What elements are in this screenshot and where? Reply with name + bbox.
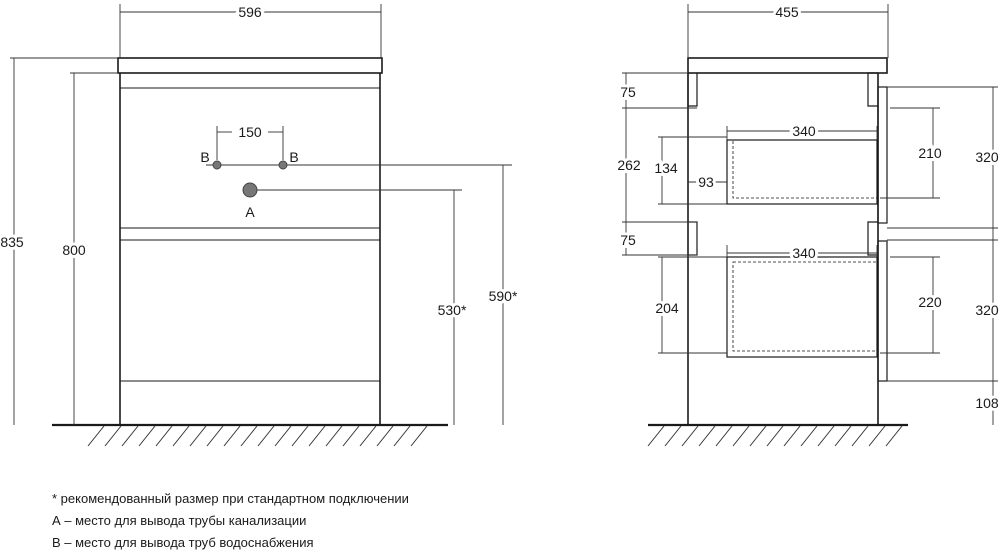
floor-hatch-line xyxy=(868,425,886,447)
side-left-dim-6: 204 xyxy=(655,300,679,316)
floor-hatch-line xyxy=(664,425,682,447)
floor-hatch-line xyxy=(291,425,309,447)
pipe-b-left-label: B xyxy=(200,149,209,165)
floor-hatch-line xyxy=(104,425,122,447)
floor-hatch-line xyxy=(206,425,224,447)
front-floor-hatch xyxy=(87,425,428,447)
floor-hatch-line xyxy=(223,425,241,447)
pipe-b-left xyxy=(212,160,222,170)
floor-hatch-line xyxy=(172,425,190,447)
floor-hatch-line xyxy=(155,425,173,447)
side-right-dim-3: 108 xyxy=(975,395,999,411)
floor-hatch-line xyxy=(410,425,428,447)
side-left-dim-4: 93 xyxy=(698,174,714,190)
total-height-label: 835 xyxy=(0,234,24,250)
lower-drawer-front xyxy=(877,240,888,382)
note-pipe-b: В – место для вывода труб водоснабжения xyxy=(52,535,314,550)
floor-hatch-line xyxy=(359,425,377,447)
floor-hatch-line xyxy=(885,425,903,447)
floor-hatch-line xyxy=(783,425,801,447)
floor-hatch-line xyxy=(87,425,105,447)
body-height-label: 800 xyxy=(62,242,86,258)
floor-hatch-line xyxy=(698,425,716,447)
floor-hatch-line xyxy=(325,425,343,447)
floor-hatch-line xyxy=(817,425,835,447)
side-right-dim-2: 320 xyxy=(975,302,999,318)
upper-drawer-box xyxy=(726,139,878,205)
side-view xyxy=(648,57,908,427)
pipe-b-right-label: B xyxy=(289,149,298,165)
floor-hatch-line xyxy=(715,425,733,447)
pipe-b-right xyxy=(278,160,288,170)
floor-hatch-line xyxy=(766,425,784,447)
side-left-dim-1: 75 xyxy=(620,84,636,100)
pipe-a xyxy=(242,182,258,198)
side-drawer-depth-top: 340 xyxy=(792,123,816,139)
floor-hatch-line xyxy=(376,425,394,447)
floor-hatch-line xyxy=(257,425,275,447)
note-pipe-a: А – место для вывода трубы канализации xyxy=(52,513,307,528)
floor-hatch-line xyxy=(121,425,139,447)
pipe-a-label: A xyxy=(245,204,255,220)
side-inner-dim-1: 210 xyxy=(918,145,942,161)
floor-hatch-line xyxy=(834,425,852,447)
side-inner-dim-2: 220 xyxy=(918,294,942,310)
upper-drawer-front xyxy=(877,86,888,224)
pipe-spacing-label: 150 xyxy=(238,124,262,140)
floor-hatch-line xyxy=(851,425,869,447)
floor-hatch-line xyxy=(308,425,326,447)
side-right-dim-1: 320 xyxy=(975,149,999,165)
floor-hatch-line xyxy=(138,425,156,447)
front-dimension-lines xyxy=(10,4,512,425)
height-a-label: 530* xyxy=(438,302,467,318)
side-left-dim-5: 75 xyxy=(620,232,636,248)
side-dimension-lines xyxy=(622,4,998,425)
side-depth-label: 455 xyxy=(775,4,799,20)
floor-hatch-line xyxy=(647,425,665,447)
floor-hatch-line xyxy=(732,425,750,447)
side-left-dim-3: 134 xyxy=(654,160,678,176)
floor-hatch-line xyxy=(189,425,207,447)
front-countertop xyxy=(117,57,383,74)
floor-hatch-line xyxy=(240,425,258,447)
floor-hatch-line xyxy=(274,425,292,447)
side-left-dim-2: 262 xyxy=(617,157,641,173)
legend-notes: * рекомендованный размер при стандартном… xyxy=(52,488,409,554)
lower-drawer-box xyxy=(726,256,878,358)
floor-hatch-line xyxy=(749,425,767,447)
side-countertop xyxy=(687,57,888,74)
floor-hatch-line xyxy=(393,425,411,447)
front-view xyxy=(52,57,448,427)
front-width-label: 596 xyxy=(238,4,262,20)
side-floor-hatch xyxy=(647,425,903,447)
note-recommended: * рекомендованный размер при стандартном… xyxy=(52,491,409,506)
floor-hatch-line xyxy=(681,425,699,447)
floor-hatch-line xyxy=(800,425,818,447)
floor-hatch-line xyxy=(342,425,360,447)
side-drawer-depth-bottom: 340 xyxy=(792,245,816,261)
height-b-label: 590* xyxy=(489,288,518,304)
